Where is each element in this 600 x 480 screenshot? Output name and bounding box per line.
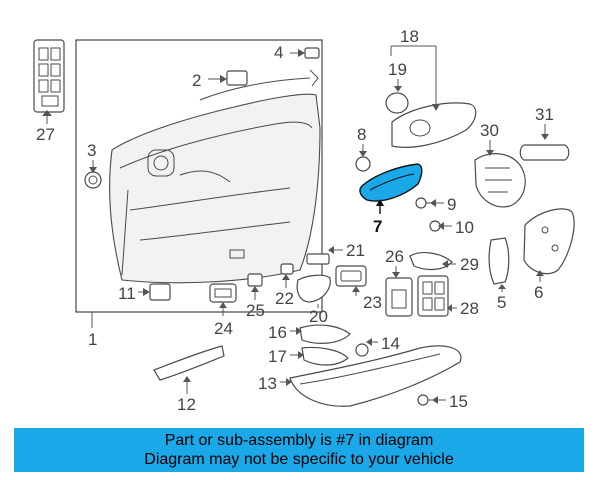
- callout-13: 13: [258, 374, 277, 393]
- clip-22: [280, 263, 294, 288]
- callout-7-highlighted: 7: [373, 217, 382, 236]
- callout-10: 10: [455, 218, 474, 237]
- callout-5: 5: [497, 293, 506, 312]
- callout-27: 27: [36, 125, 55, 144]
- callout-31: 31: [535, 105, 554, 124]
- switch-panel-26: [385, 266, 413, 317]
- trim-bezel-18: [390, 45, 477, 148]
- callout-labels: 1 2 3 4 5 6 7 8 9 10 11 12 13 14 15 16 1…: [36, 27, 554, 414]
- callout-11: 11: [118, 284, 136, 303]
- clip-25: [247, 273, 263, 300]
- callout-9: 9: [447, 195, 456, 214]
- banner-line-part-number: Part or sub-assembly is #7 in diagram: [164, 432, 434, 449]
- clip-14: [355, 338, 378, 357]
- insulator-12: [153, 345, 225, 394]
- connector-2: [208, 70, 248, 86]
- callout-24: 24: [214, 319, 233, 338]
- trim-17: [290, 346, 349, 366]
- clip-3: [84, 160, 102, 189]
- callout-22: 22: [275, 289, 294, 308]
- plug-4: [290, 47, 320, 59]
- callout-15: 15: [449, 392, 468, 411]
- switch-cover-31: [519, 124, 570, 161]
- callout-6: 6: [534, 283, 543, 302]
- callout-4: 4: [274, 43, 283, 62]
- callout-23: 23: [363, 293, 382, 312]
- callout-14: 14: [381, 334, 400, 353]
- lower-trim-13: [280, 345, 462, 407]
- parts-diagram: 1 2 3 4 5 6 7 8 9 10 11 12 13 14 15 16 1…: [33, 27, 575, 414]
- callout-17: 17: [268, 347, 287, 366]
- callout-30: 30: [480, 121, 499, 140]
- window-switch-27: [33, 39, 65, 124]
- info-banner: Part or sub-assembly is #7 in diagram Di…: [14, 428, 584, 472]
- switch-panel-28: [417, 275, 457, 317]
- door-handle-7-highlighted: [359, 163, 423, 214]
- callout-28: 28: [460, 299, 479, 318]
- callout-26: 26: [385, 247, 404, 266]
- callout-18: 18: [400, 27, 419, 46]
- bezel-23: [335, 265, 367, 296]
- switch-21: [306, 246, 343, 265]
- door-trim-panel: [109, 69, 321, 284]
- callout-16: 16: [268, 323, 287, 342]
- trim-16: [290, 324, 351, 344]
- clip-11: [138, 283, 171, 301]
- callout-25: 25: [246, 301, 265, 320]
- armrest-30: [474, 140, 526, 208]
- callout-29: 29: [460, 255, 479, 274]
- screw-15: [417, 394, 446, 406]
- inner-panel-6: [523, 208, 575, 282]
- trim-strip-29: [409, 252, 456, 271]
- clip-8: [355, 144, 371, 172]
- callout-19: 19: [388, 60, 407, 79]
- callout-8: 8: [357, 125, 366, 144]
- speaker-cover-19: [385, 79, 409, 114]
- screw-9: [415, 197, 444, 209]
- callout-3: 3: [87, 141, 96, 160]
- callout-1: 1: [88, 330, 97, 349]
- switch-24: [209, 283, 237, 316]
- callout-20: 20: [309, 307, 328, 326]
- handle-insert-20: [296, 274, 331, 308]
- callout-21: 21: [346, 241, 365, 260]
- callout-2: 2: [192, 71, 201, 90]
- bracket-5: [488, 237, 510, 292]
- banner-line-disclaimer: Diagram may not be specific to your vehi…: [144, 451, 454, 468]
- callout-12: 12: [177, 395, 196, 414]
- clip-10: [429, 220, 452, 232]
